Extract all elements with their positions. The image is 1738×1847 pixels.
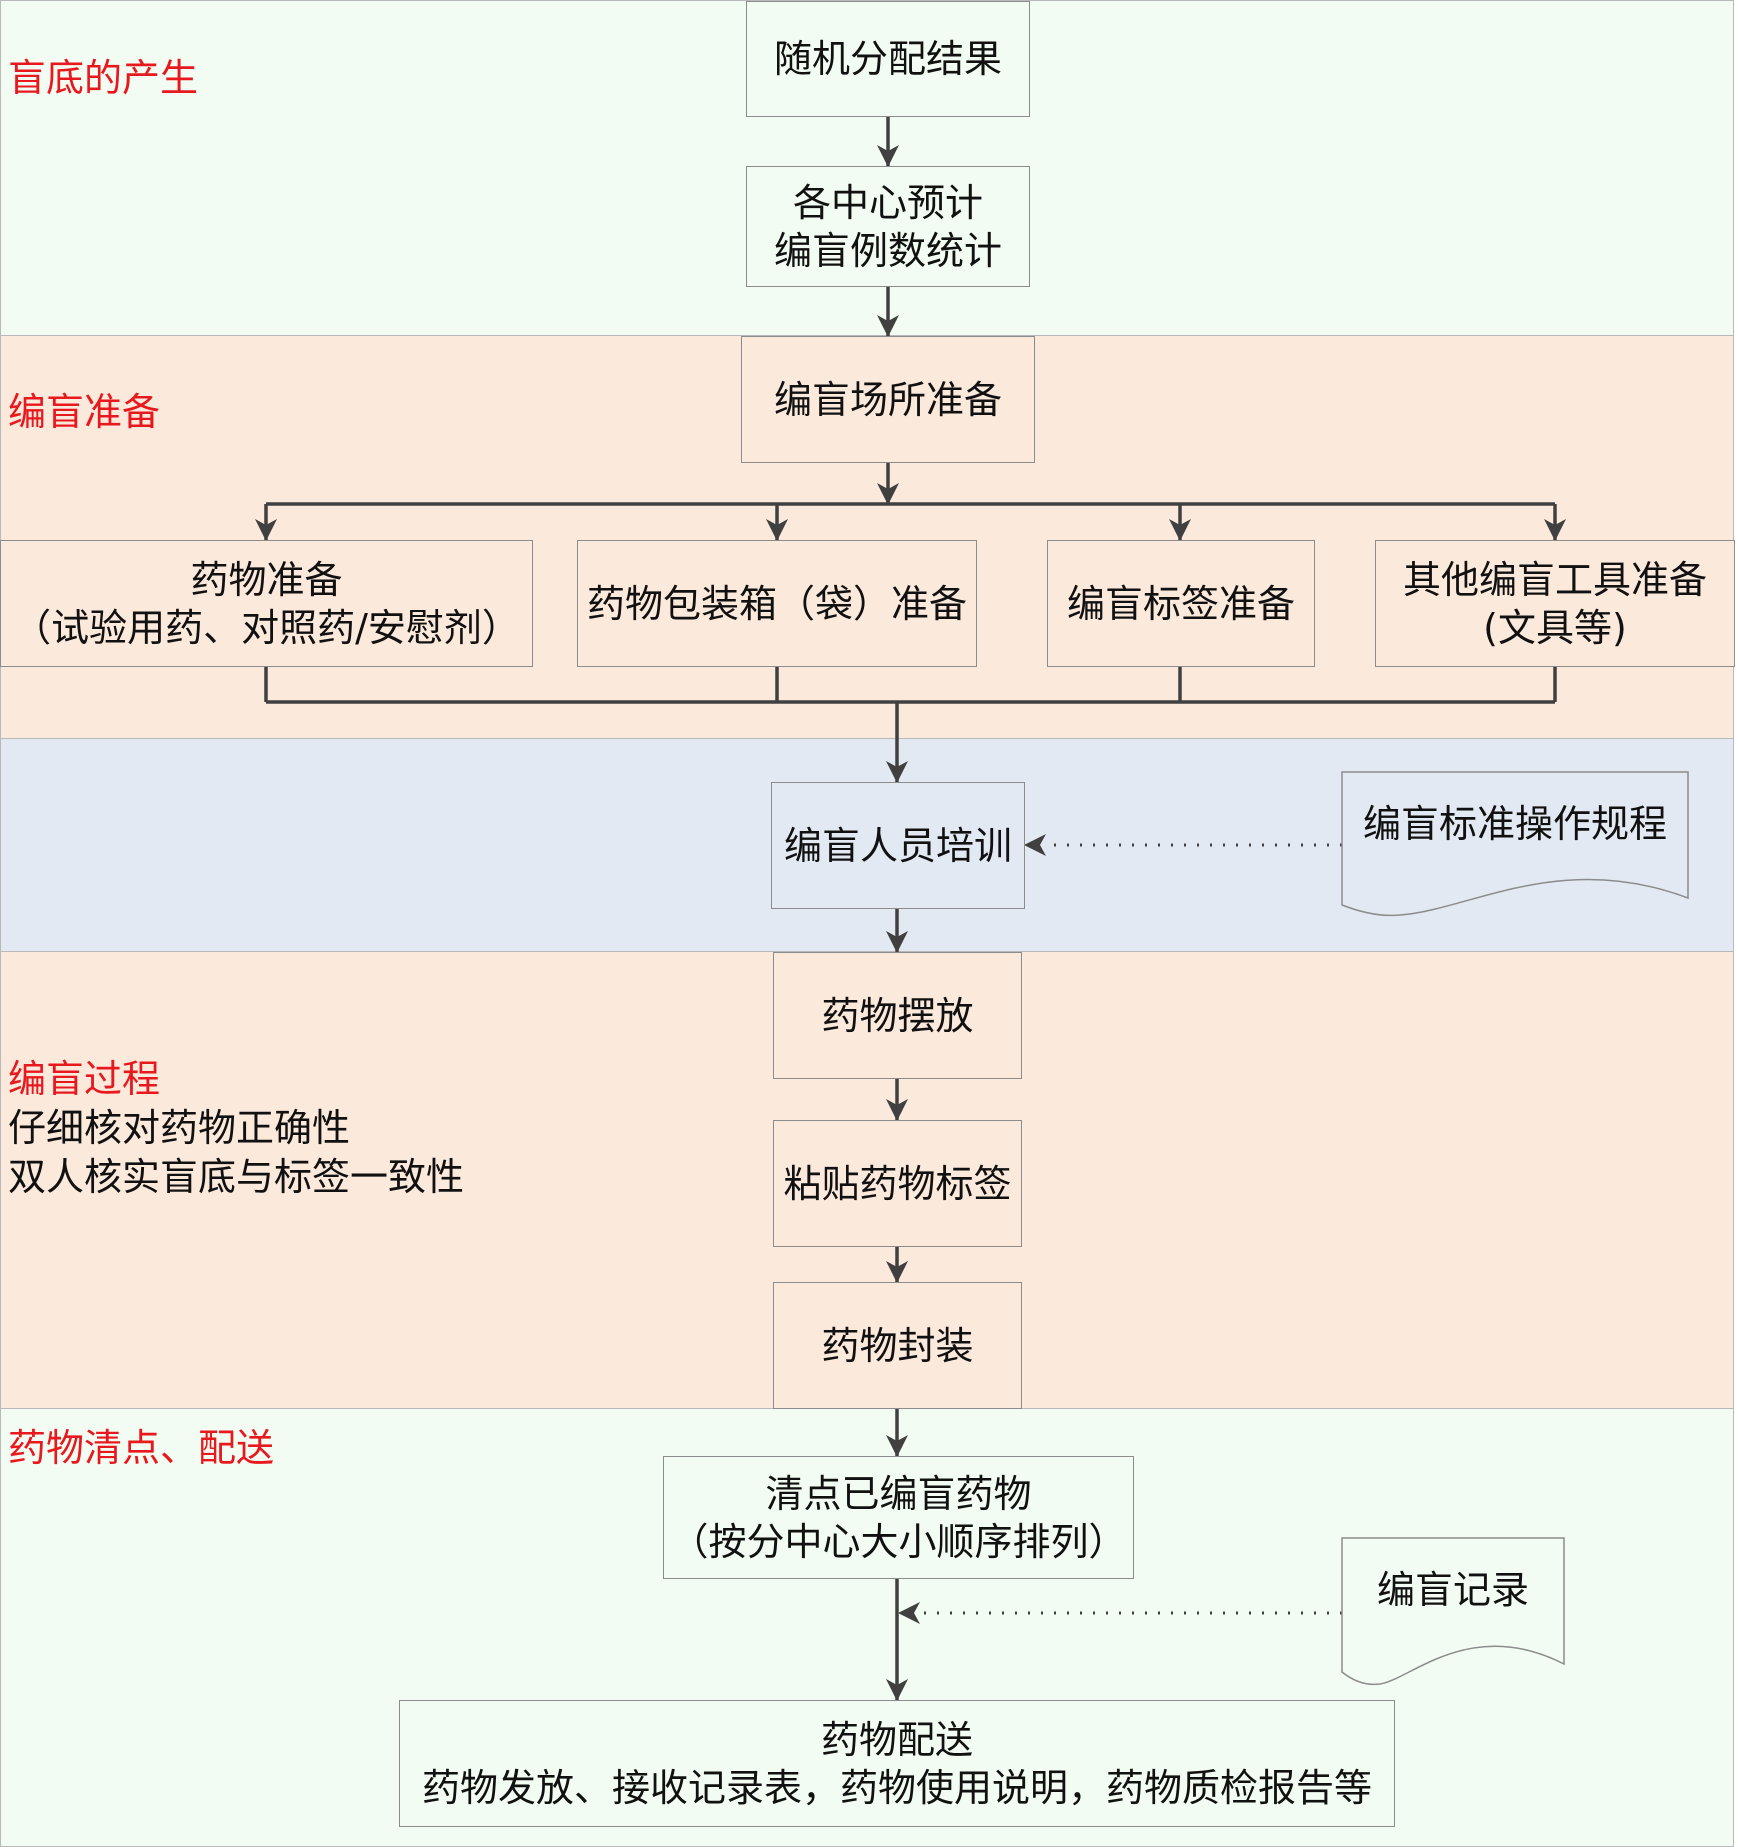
node-training-text: 编盲人员培训 — [783, 823, 1012, 868]
node-placement: 药物摆放 — [773, 952, 1022, 1079]
node-labeling: 粘贴药物标签 — [773, 1120, 1022, 1247]
node-tools-prep-line2: (文具等) — [1483, 605, 1627, 650]
node-site-prep-text: 编盲场所准备 — [773, 377, 1002, 422]
document-shape-record — [1341, 1537, 1565, 1686]
process-note-check: 仔细核对药物正确性 — [8, 1106, 351, 1150]
node-delivery-line1: 药物配送 — [820, 1717, 973, 1762]
node-tools-prep: 其他编盲工具准备 (文具等) — [1375, 540, 1735, 667]
node-box-prep: 药物包装箱（袋）准备 — [577, 540, 977, 667]
node-count: 清点已编盲药物 （按分中心大小顺序排列） — [663, 1456, 1134, 1579]
document-sop-text: 编盲标准操作规程 — [1362, 802, 1667, 846]
section-label-distribution: 药物清点、配送 — [8, 1426, 275, 1470]
document-shape-sop — [1341, 771, 1689, 917]
node-label-prep: 编盲标签准备 — [1047, 540, 1315, 667]
node-label-prep-text: 编盲标签准备 — [1066, 581, 1295, 626]
document-record-text: 编盲记录 — [1376, 1568, 1529, 1612]
node-training: 编盲人员培训 — [771, 782, 1025, 909]
node-random-result: 随机分配结果 — [746, 1, 1030, 117]
node-count-line1: 清点已编盲药物 — [765, 1471, 1032, 1516]
node-delivery-line2: 药物发放、接收记录表，药物使用说明，药物质检报告等 — [421, 1765, 1372, 1810]
node-sealing-text: 药物封装 — [821, 1323, 974, 1368]
node-delivery: 药物配送 药物发放、接收记录表，药物使用说明，药物质检报告等 — [399, 1700, 1395, 1827]
node-placement-text: 药物摆放 — [821, 993, 974, 1038]
node-site-prep: 编盲场所准备 — [741, 336, 1035, 463]
node-center-stats-line2: 编盲例数统计 — [773, 228, 1002, 273]
node-drug-prep-line2: （试验用药、对照药/安慰剂） — [13, 605, 520, 650]
process-note-verify: 双人核实盲底与标签一致性 — [8, 1155, 465, 1199]
section-label-generation: 盲底的产生 — [8, 56, 199, 100]
node-count-line2: （按分中心大小顺序排列） — [670, 1519, 1127, 1564]
node-center-stats-line1: 各中心预计 — [792, 180, 983, 225]
section-label-process: 编盲过程 — [8, 1057, 161, 1101]
node-box-prep-text: 药物包装箱（袋）准备 — [586, 581, 967, 626]
node-tools-prep-line1: 其他编盲工具准备 — [1402, 557, 1707, 602]
node-random-result-text: 随机分配结果 — [773, 37, 1002, 81]
node-drug-prep-line1: 药物准备 — [190, 557, 343, 602]
node-center-stats: 各中心预计 编盲例数统计 — [746, 166, 1030, 287]
node-drug-prep: 药物准备 （试验用药、对照药/安慰剂） — [0, 540, 533, 667]
node-sealing: 药物封装 — [773, 1282, 1022, 1409]
section-label-preparation: 编盲准备 — [8, 390, 161, 434]
node-labeling-text: 粘贴药物标签 — [783, 1161, 1012, 1206]
